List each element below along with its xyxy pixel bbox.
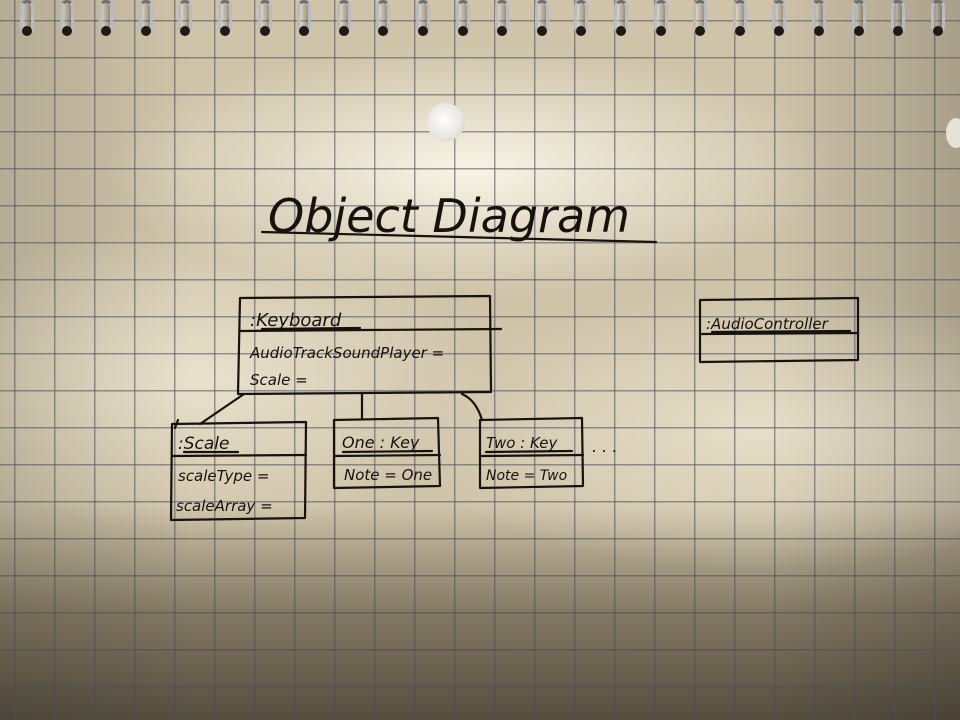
continuation-dots: . . .: [592, 437, 617, 456]
punched-hole-edge: [946, 118, 960, 148]
scale-name: :Scale: [178, 434, 229, 454]
binding-hole: [22, 26, 32, 36]
binding-hole: [893, 26, 904, 36]
two-key-attr-note: Note = Two: [486, 468, 567, 484]
binding-hole: [140, 26, 151, 36]
scale-attr-array: scaleArray =: [176, 497, 273, 515]
binding-hole: [457, 26, 468, 36]
diagram-title: Object Diagram: [268, 189, 630, 243]
title-underline: [260, 230, 658, 244]
object-scale: :Scale scaleType = scaleArray =: [169, 420, 308, 522]
one-key-attr-note: Note = One: [344, 466, 432, 484]
binding-hole: [497, 26, 508, 36]
binding-hole: [536, 26, 547, 36]
keyboard-attr-player: AudioTrackSoundPlayer =: [249, 344, 444, 362]
keyboard-box: [236, 294, 493, 396]
object-two-key: Two : Key Note = Two: [478, 416, 585, 490]
binding-hole: [259, 26, 270, 36]
binding-hole: [220, 26, 230, 36]
binding-hole: [853, 26, 864, 36]
scale-box: [169, 420, 308, 522]
audio-controller-underline: [710, 329, 852, 334]
keyboard-attr-scale: Scale =: [250, 371, 308, 389]
binding-hole: [734, 26, 745, 36]
keyboard-divider: [238, 327, 503, 333]
scale-attr-type: scaleType =: [178, 467, 269, 485]
object-keyboard: :Keyboard AudioTrackSoundPlayer = Scale …: [236, 294, 503, 396]
binding-hole: [378, 26, 389, 36]
object-one-key: One : Key Note = One: [332, 416, 442, 490]
binding-hole: [101, 26, 112, 36]
binding-hole: [695, 26, 706, 36]
binding-hole: [338, 26, 349, 36]
object-audio-controller: :AudioController: [698, 296, 860, 364]
binding-hole: [774, 26, 785, 36]
binding-hole: [616, 26, 626, 36]
audio-controller-name: :AudioController: [706, 315, 829, 333]
binding-hole: [418, 26, 428, 36]
one-key-divider: [332, 453, 442, 458]
two-key-name: Two : Key: [486, 434, 559, 452]
one-key-underline: [341, 449, 434, 454]
binding-hole: [180, 26, 191, 36]
binding-hole: [814, 26, 824, 36]
binding-hole: [299, 26, 310, 36]
binding-hole: [932, 26, 943, 36]
one-key-name: One : Key: [342, 433, 420, 452]
spiral-binding: [0, 0, 960, 44]
binding-hole: [61, 26, 72, 36]
keyboard-name-underline: [260, 326, 362, 331]
link-keyboard-scale: [198, 392, 246, 426]
audio-controller-divider: [698, 331, 860, 336]
keyboard-name: :Keyboard: [250, 310, 342, 331]
two-key-box: [478, 416, 585, 490]
audio-controller-box: [698, 296, 860, 364]
link-keyboard-two-key: [460, 392, 484, 422]
one-key-box: [332, 416, 442, 490]
binding-hole: [576, 26, 587, 36]
two-key-underline: [484, 449, 574, 454]
binding-hole: [655, 26, 666, 36]
punched-hole: [427, 103, 465, 141]
two-key-divider: [478, 453, 585, 458]
scale-divider: [170, 453, 308, 458]
